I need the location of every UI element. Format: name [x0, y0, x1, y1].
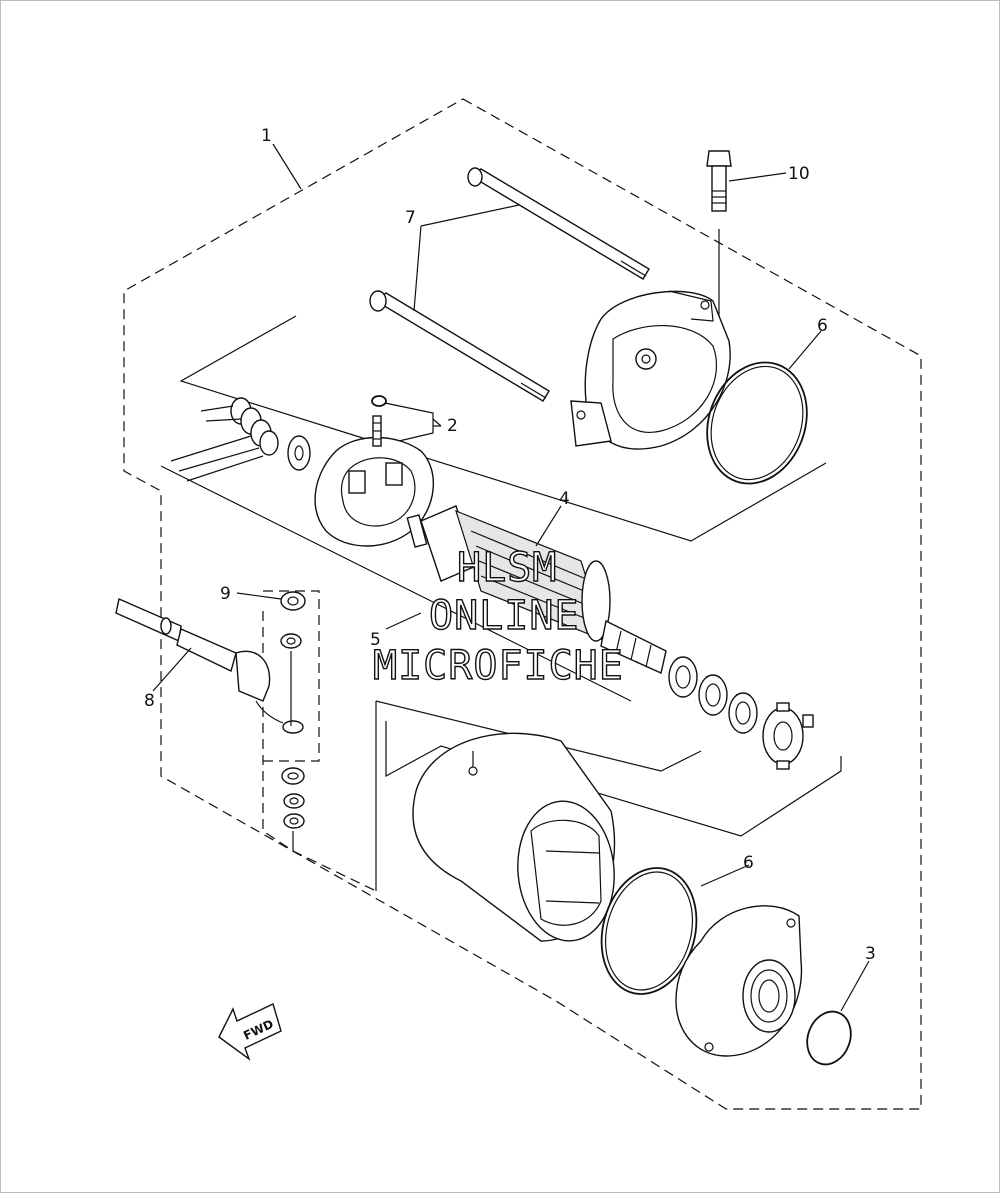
leader-lines — [152, 143, 870, 1012]
terminal-washer-bottom — [283, 813, 305, 829]
through-bolt-lower — [369, 290, 550, 402]
watermark-line-3: MICROFICHE — [373, 643, 624, 689]
yoke-housing — [412, 732, 616, 942]
callout-6-upper: 6 — [817, 316, 828, 336]
watermark: HLSM ONLINE MICROFICHE — [372, 544, 624, 689]
washer-small — [287, 435, 311, 471]
fwd-arrow: FWD — [218, 1003, 282, 1061]
brush-group-outline-lower — [160, 465, 632, 702]
o-ring-lower — [600, 867, 698, 995]
bolt-10 — [706, 150, 732, 321]
callout-2: 2 — [447, 416, 458, 436]
callout-10: 10 — [788, 164, 810, 184]
through-bolt-upper — [467, 167, 650, 280]
watermark-line-2: ONLINE — [429, 593, 580, 639]
shaft-washer-3 — [728, 692, 758, 734]
callout-4: 4 — [559, 489, 570, 509]
lead-wire — [115, 598, 304, 734]
terminal-washer-top — [280, 633, 302, 649]
terminal-nut-bottom — [281, 767, 305, 785]
callout-6-lower: 6 — [743, 853, 754, 873]
callout-7: 7 — [405, 208, 416, 228]
terminal-washer-mid — [283, 793, 305, 809]
callout-9: 9 — [220, 584, 231, 604]
brush-holder — [314, 395, 434, 547]
washer-group-outline-3 — [375, 700, 702, 772]
callout-3: 3 — [865, 944, 876, 964]
o-ring-upper — [706, 361, 808, 485]
brush-springs — [170, 397, 279, 482]
watermark-line-1: HLSM — [457, 545, 557, 591]
assembly-boundary — [123, 98, 922, 1110]
shaft-washer-2 — [698, 674, 728, 716]
lock-washer — [762, 702, 814, 770]
armature — [406, 505, 667, 674]
terminal-nut-top — [280, 591, 306, 611]
o-ring-small — [806, 1010, 852, 1066]
callout-8: 8 — [144, 691, 155, 711]
callout-5: 5 — [370, 630, 381, 650]
brush-group-outline — [179, 315, 827, 542]
rear-cover — [570, 290, 731, 450]
callout-1: 1 — [261, 126, 272, 146]
front-cover — [675, 905, 803, 1057]
shaft-washer-1 — [668, 656, 698, 698]
